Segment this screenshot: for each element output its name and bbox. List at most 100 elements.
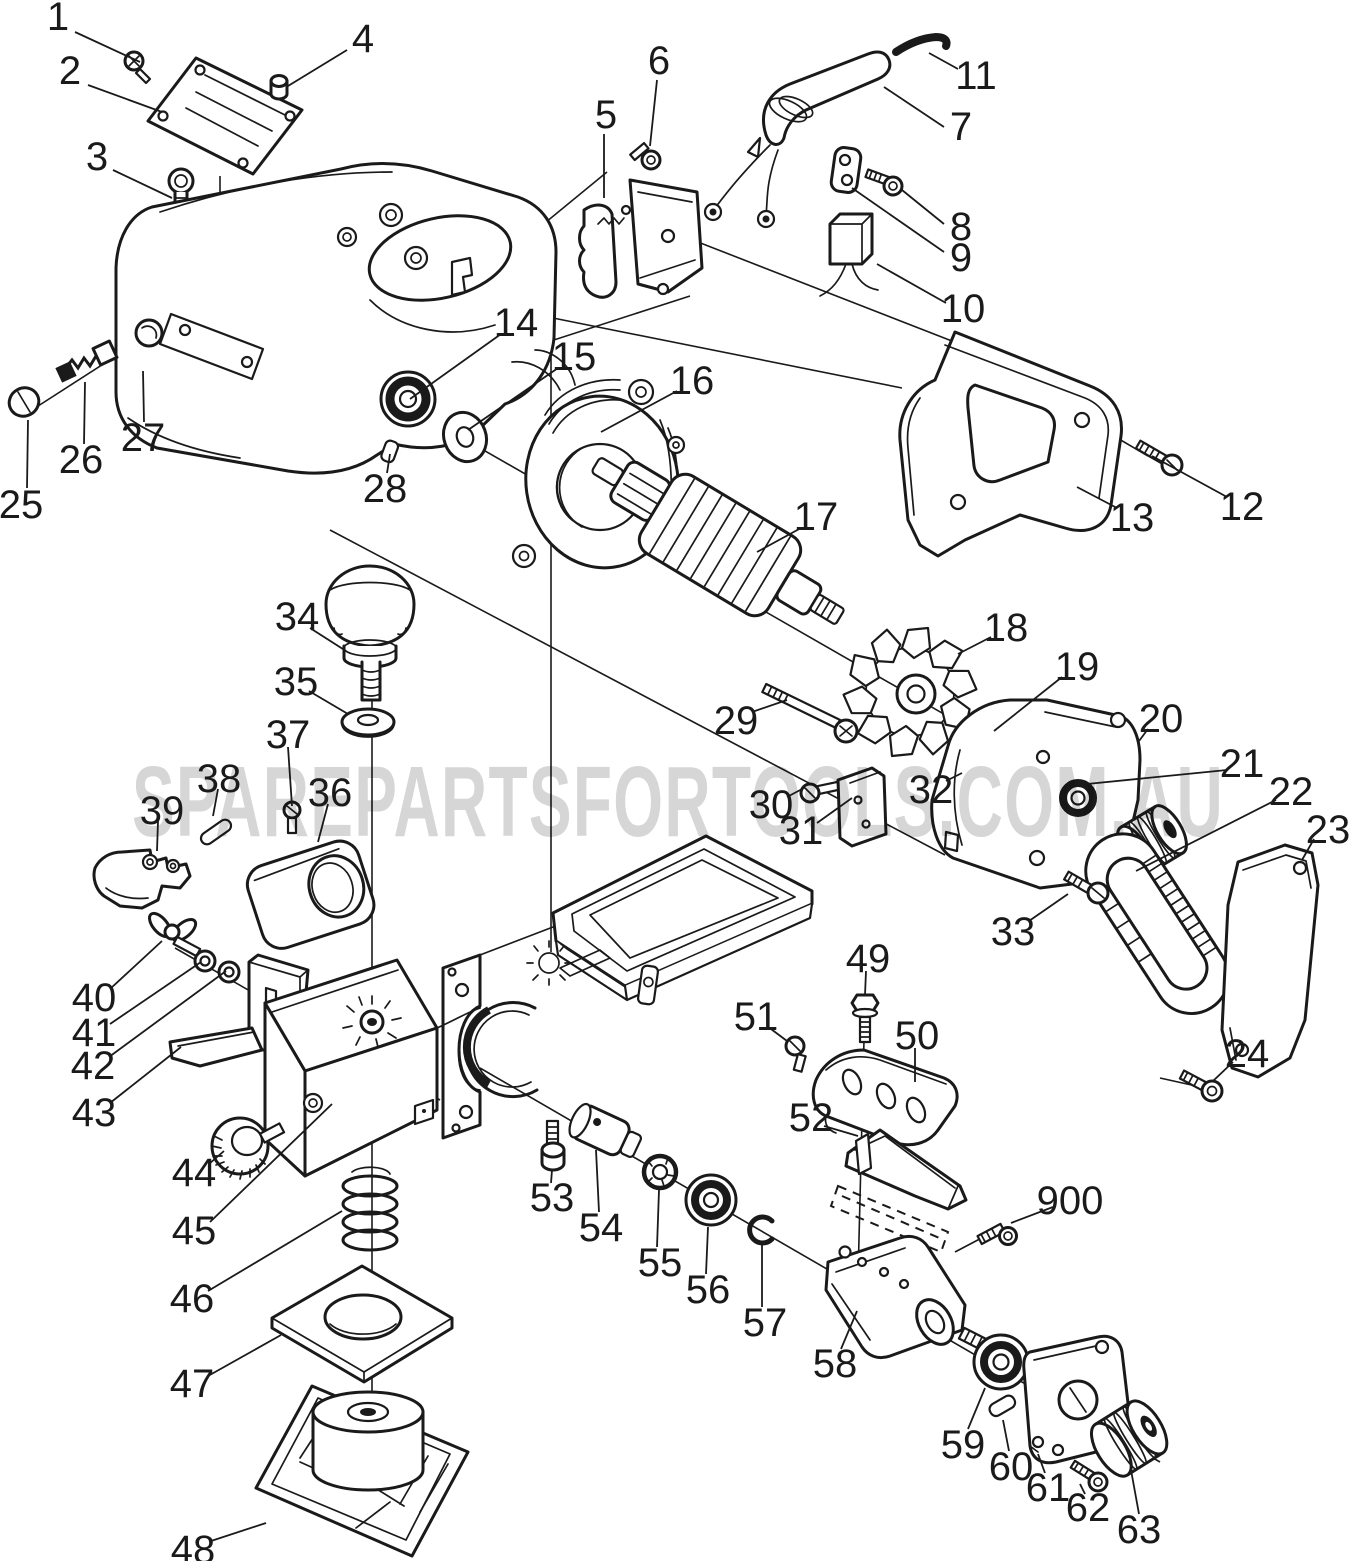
part-drum-cavity (441, 926, 554, 1140)
leader-line-33 (1028, 893, 1069, 922)
part-number-32: 32 (909, 768, 954, 812)
part-belt-cover (1220, 843, 1320, 1079)
part-number-9: 9 (950, 236, 972, 280)
leader-line-6 (649, 79, 658, 147)
part-number-51: 51 (734, 995, 779, 1039)
part-number-4: 4 (352, 17, 374, 61)
part-number-16: 16 (670, 359, 715, 403)
part-coupler-54 (568, 1102, 643, 1158)
part-number-57: 57 (743, 1301, 788, 1345)
leader-line-62 (1079, 1483, 1086, 1495)
leader-line-35 (308, 690, 349, 715)
leader-line-60 (1002, 1419, 1010, 1452)
part-number-15: 15 (552, 335, 597, 379)
part-number-61: 61 (1026, 1466, 1071, 1510)
part-retaining-ring-57 (747, 1214, 775, 1246)
part-number-63: 63 (1117, 1508, 1162, 1552)
part-screw-8 (864, 168, 904, 197)
part-number-62: 62 (1066, 1486, 1111, 1530)
part-fan (842, 626, 978, 758)
part-brush-holder-31 (836, 766, 888, 848)
leader-line-10 (876, 263, 947, 304)
leader-line-31 (816, 797, 853, 824)
leader-line-48 (210, 1522, 267, 1542)
part-number-37: 37 (266, 713, 311, 757)
part-gear-housing-plate (930, 698, 1142, 890)
part-number-30: 30 (749, 783, 794, 827)
part-number-47: 47 (170, 1362, 215, 1406)
leader-line-44 (208, 1150, 225, 1165)
part-number-2: 2 (59, 49, 81, 93)
part-number-11: 11 (955, 54, 997, 98)
part-number-5: 5 (595, 93, 617, 137)
leader-line-51 (766, 1025, 788, 1042)
part-cord-clamp (829, 146, 863, 194)
part-number-50: 50 (895, 1014, 940, 1058)
leader-line-53 (550, 1169, 553, 1184)
part-number-38: 38 (197, 757, 242, 801)
part-pin-28 (380, 439, 400, 464)
leader-line-15 (467, 367, 559, 431)
part-spring-46 (341, 1166, 399, 1252)
leader-line-49 (864, 970, 867, 996)
leader-line-9 (851, 187, 945, 253)
leader-line-34 (309, 627, 347, 652)
part-front-knob (324, 564, 416, 702)
part-number-3: 3 (86, 135, 108, 179)
part-bearing-14 (379, 370, 437, 428)
part-number-34: 34 (275, 595, 320, 639)
part-wave-washer-55 (641, 1153, 679, 1191)
leader-line-27 (142, 370, 145, 423)
part-chip-guide (245, 839, 376, 950)
leader-line-40 (109, 940, 163, 990)
part-number-20: 20 (1139, 697, 1184, 741)
part-number-10: 10 (941, 287, 986, 331)
leader-line-39 (156, 820, 159, 852)
part-number-24: 24 (1225, 1032, 1270, 1076)
part-screw-6 (629, 141, 662, 171)
part-number-39: 39 (140, 789, 185, 833)
part-number-19: 19 (1055, 645, 1100, 689)
part-number-26: 26 (59, 438, 104, 482)
leader-line-1 (74, 31, 141, 63)
part-number-900: 900 (1037, 1179, 1104, 1223)
part-number-14: 14 (494, 301, 539, 345)
leader-line-16 (600, 390, 678, 433)
part-number-33: 33 (991, 910, 1036, 954)
leader-line-17 (756, 527, 802, 553)
part-washer-35 (340, 707, 396, 738)
leader-line-56 (705, 1226, 709, 1275)
part-number-48: 48 (171, 1528, 216, 1561)
part-number-54: 54 (579, 1206, 624, 1250)
leader-line-28 (386, 453, 391, 474)
leader-line-20 (1138, 728, 1149, 742)
leader-line-63 (1130, 1469, 1140, 1515)
part-screw-62 (1069, 1459, 1109, 1493)
part-number-35: 35 (274, 660, 319, 704)
leader-line-19 (993, 676, 1063, 732)
leader-line-45 (209, 1103, 333, 1223)
part-number-1: 1 (47, 0, 69, 39)
part-number-60: 60 (989, 1445, 1034, 1489)
part-number-46: 46 (170, 1277, 215, 1321)
part-planer-blade (829, 1184, 950, 1254)
part-number-58: 58 (813, 1342, 858, 1386)
leader-line-41 (109, 961, 202, 1025)
part-number-59: 59 (941, 1423, 986, 1467)
part-number-29: 29 (714, 699, 759, 743)
leader-line-37 (287, 746, 293, 807)
part-base-bed (526, 834, 814, 1006)
part-cover-plate (146, 56, 304, 176)
part-number-28: 28 (363, 467, 408, 511)
part-pin-38 (199, 818, 233, 846)
leader-line-4 (287, 49, 348, 87)
leader-line-46 (207, 1210, 343, 1292)
leader-line-26 (83, 381, 86, 445)
part-number-31: 31 (779, 809, 824, 853)
part-armature (591, 457, 845, 625)
part-number-45: 45 (172, 1209, 217, 1253)
leader-line-61 (1037, 1453, 1046, 1474)
part-washer-41 (193, 949, 217, 973)
leader-line-36 (317, 803, 329, 843)
